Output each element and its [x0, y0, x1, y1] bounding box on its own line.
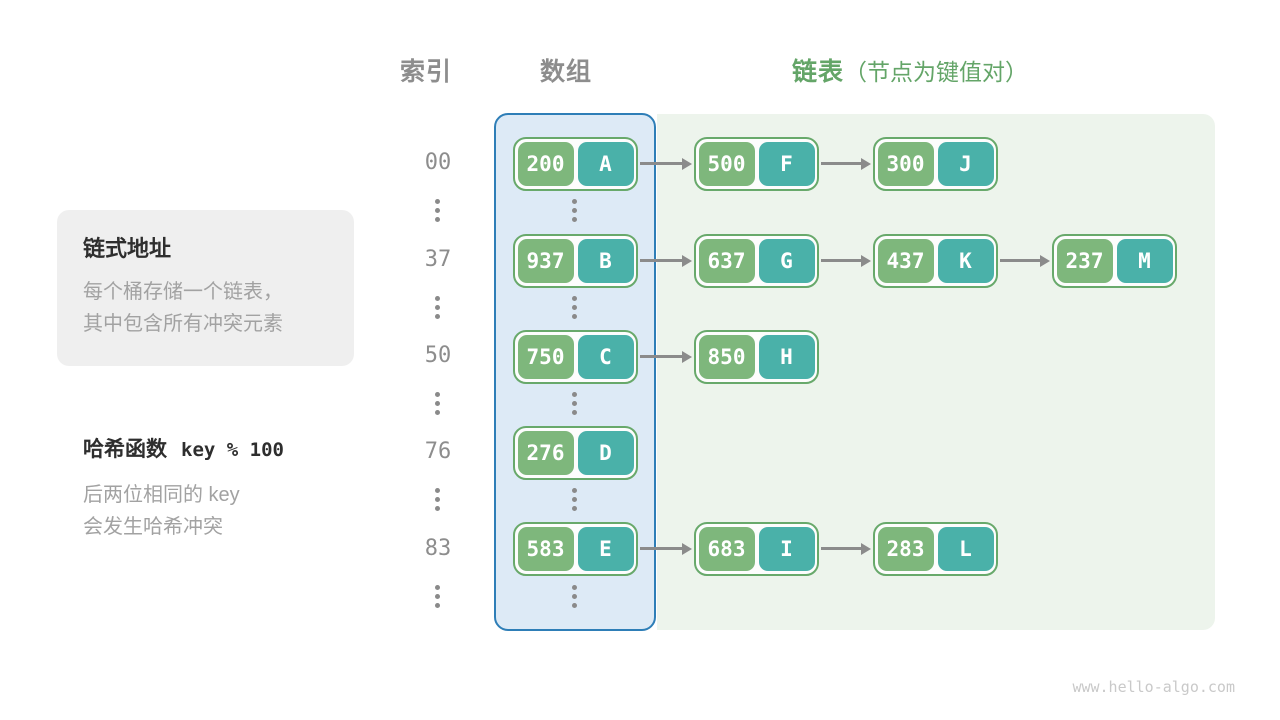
hash-function-label: 哈希函数	[83, 438, 167, 461]
node-value: J	[937, 142, 994, 186]
ellipsis-dots	[572, 488, 577, 511]
index-label-50: 50	[424, 343, 452, 368]
hash-node-850-H: 850 H	[694, 330, 819, 384]
ellipsis-dots	[572, 392, 577, 415]
hash-node-937-B: 937 B	[513, 234, 638, 288]
hash-node-750-C: 750 C	[513, 330, 638, 384]
node-value: G	[758, 239, 815, 283]
hash-note-line-1: 后两位相同的 key	[83, 484, 240, 506]
index-label-83: 83	[424, 536, 452, 561]
node-value: A	[577, 142, 634, 186]
index-label-37: 37	[424, 247, 452, 272]
pointer-arrow	[821, 157, 871, 170]
node-value: L	[937, 527, 994, 571]
pointer-arrow	[640, 157, 692, 170]
index-label-00: 00	[424, 150, 452, 175]
hash-node-637-G: 637 G	[694, 234, 819, 288]
hash-node-583-E: 583 E	[513, 522, 638, 576]
ellipsis-dots	[435, 488, 440, 511]
node-key: 237	[1056, 239, 1113, 283]
ellipsis-dots	[572, 296, 577, 319]
list-column-header: 链表（节点为键值对）	[792, 52, 1028, 88]
hash-node-500-F: 500 F	[694, 137, 819, 191]
node-key: 276	[517, 431, 574, 475]
pointer-arrow	[821, 254, 871, 267]
index-label-76: 76	[424, 439, 452, 464]
node-key: 283	[877, 527, 934, 571]
node-key: 500	[698, 142, 755, 186]
pointer-arrow	[640, 254, 692, 267]
index-column-header: 索引	[400, 58, 453, 86]
array-column-header: 数组	[540, 58, 593, 86]
chaining-callout-box: 链式地址 每个桶存储一个链表， 其中包含所有冲突元素	[57, 210, 354, 366]
node-key: 937	[517, 239, 574, 283]
pointer-arrow	[640, 350, 692, 363]
node-key: 637	[698, 239, 755, 283]
ellipsis-dots	[435, 392, 440, 415]
node-value: M	[1116, 239, 1173, 283]
hash-function-title: 哈希函数 key % 100	[83, 433, 284, 463]
node-value: K	[937, 239, 994, 283]
list-header-note: （节点为键值对）	[844, 59, 1029, 85]
hash-node-437-K: 437 K	[873, 234, 998, 288]
node-key: 683	[698, 527, 755, 571]
node-value: D	[577, 431, 634, 475]
node-key: 583	[517, 527, 574, 571]
ellipsis-dots	[435, 296, 440, 319]
pointer-arrow	[821, 542, 871, 555]
node-key: 300	[877, 142, 934, 186]
hash-function-formula: key % 100	[181, 439, 284, 461]
node-value: B	[577, 239, 634, 283]
node-value: C	[577, 335, 634, 379]
node-key: 750	[517, 335, 574, 379]
hash-node-283-L: 283 L	[873, 522, 998, 576]
hash-node-237-M: 237 M	[1052, 234, 1177, 288]
ellipsis-dots	[435, 585, 440, 608]
pointer-arrow	[1000, 254, 1050, 267]
hash-note-line-2: 会发生哈希冲突	[83, 516, 223, 538]
hash-function-note: 哈希函数 key % 100 后两位相同的 key 会发生哈希冲突	[83, 433, 284, 543]
watermark: www.hello-algo.com	[1072, 678, 1235, 696]
callout-title: 链式地址	[83, 236, 172, 261]
hash-node-276-D: 276 D	[513, 426, 638, 480]
node-key: 850	[698, 335, 755, 379]
hash-node-300-J: 300 J	[873, 137, 998, 191]
ellipsis-dots	[572, 199, 577, 222]
node-key: 437	[877, 239, 934, 283]
node-value: F	[758, 142, 815, 186]
hash-node-200-A: 200 A	[513, 137, 638, 191]
node-value: H	[758, 335, 815, 379]
ellipsis-dots	[435, 199, 440, 222]
node-key: 200	[517, 142, 574, 186]
list-header-label: 链表	[792, 58, 845, 86]
node-value: E	[577, 527, 634, 571]
pointer-arrow	[640, 542, 692, 555]
node-value: I	[758, 527, 815, 571]
callout-line-1: 每个桶存储一个链表，	[83, 281, 283, 303]
hash-node-683-I: 683 I	[694, 522, 819, 576]
callout-line-2: 其中包含所有冲突元素	[83, 313, 283, 335]
ellipsis-dots	[572, 585, 577, 608]
